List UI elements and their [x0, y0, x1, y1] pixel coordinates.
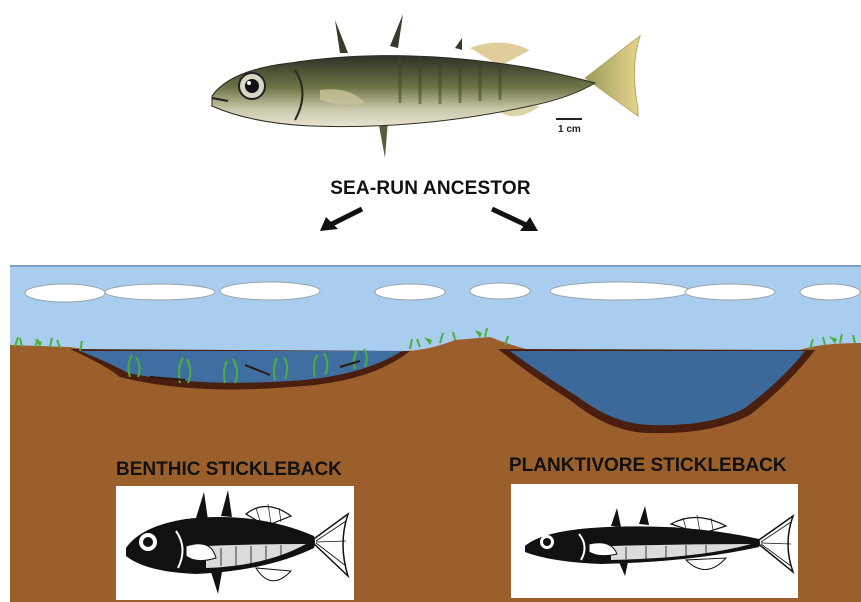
planktivore-fish-drawing: [511, 484, 798, 598]
planktivore-stickleback-label: PLANKTIVORE STICKLEBACK: [509, 455, 787, 477]
planktivore-stickleback-image: [511, 484, 798, 598]
arrow-right-icon: [488, 205, 543, 235]
scale-label: 1 cm: [558, 124, 581, 135]
benthic-stickleback-image: [116, 486, 354, 600]
benthic-fish-drawing: [116, 486, 354, 600]
arrow-left-icon: [316, 205, 366, 235]
ancestor-title: SEA-RUN ANCESTOR: [0, 178, 861, 200]
benthic-stickleback-label: BENTHIC STICKLEBACK: [116, 459, 342, 481]
sea-run-ancestor-fish-image: [200, 8, 650, 158]
sky-band: [10, 265, 861, 355]
scale-bar: [556, 118, 582, 120]
